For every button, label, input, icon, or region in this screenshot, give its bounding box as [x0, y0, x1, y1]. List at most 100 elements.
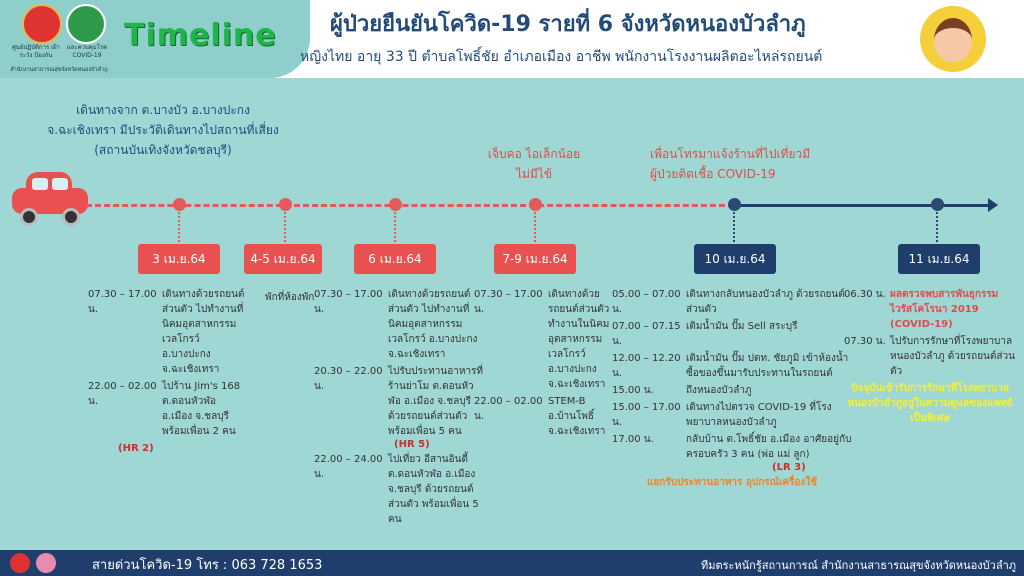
timeline-heading: Timeline — [124, 18, 277, 53]
date-badge-6-apr: 6 เม.ย.64 — [354, 244, 436, 274]
timeline-connector — [284, 212, 286, 242]
page-title: ผู้ป่วยยืนยันโควิด-19 รายที่ 6 จังหวัดหน… — [330, 12, 806, 37]
date-badge-7-9-apr: 7-9 เม.ย.64 — [494, 244, 576, 274]
ministry-seal-icon — [22, 4, 62, 44]
time-label: 07.00 – 07.15 น. — [612, 321, 681, 347]
activity-text: เติมน้ำมัน ปั๊ม Sell สระบุรี — [686, 321, 798, 332]
list-item: 12.00 – 12.20 น.เติมน้ำมัน ปั๊ม ปตท. ชัย… — [612, 351, 852, 381]
timeline-dot — [728, 198, 741, 211]
symptom-line-2: ไม่มีไข้ — [515, 167, 553, 181]
detail-col-10-apr: 05.00 – 07.00 น.เดินทางกลับหนองบัวลำภู ด… — [612, 287, 852, 490]
friend-line-2: ผู้ป่วยติดเชื้อ COVID-19 — [650, 167, 776, 181]
date-badge-11-apr: 11 เม.ย.64 — [898, 244, 980, 274]
activity-text: เดินทางด้วยรถยนต์ส่วนตัว ทำงานในนิคมอุตส… — [548, 289, 610, 390]
patient-profile: หญิงไทย อายุ 33 ปี ตำบลโพธิ์ชัย อำเภอเมื… — [300, 49, 823, 65]
list-item: 05.00 – 07.00 น.เดินทางกลับหนองบัวลำภู ด… — [612, 287, 852, 317]
activity-text: กลับบ้าน ต.โพธิ์ชัย อ.เมือง อาศัยอยู่กับ… — [686, 434, 852, 460]
list-item: 07.30 – 17.00 น.เดินทางด้วยรถยนต์ส่วนตัว… — [88, 287, 248, 377]
time-label: 12.00 – 12.20 น. — [612, 353, 681, 379]
list-item: 07.00 – 07.15 น. เติมน้ำมัน ปั๊ม Sell สระ… — [612, 319, 852, 349]
org-label-3: สำนักงานสาธารณสุขจังหวัดหนองบัวลำภู — [10, 67, 108, 73]
team-credit: ทีมตระหนักรู้สถานการณ์ สำนักงานสาธารณสุข… — [700, 559, 1016, 572]
list-item: 20.30 – 22.00 น.ไปรับประทานอาหารที่ร้านย… — [314, 364, 484, 439]
timeline-dashed-segment — [86, 204, 734, 207]
timeline-dot — [173, 198, 186, 211]
list-item: 07.30 น. ไปรับการรักษาที่โรงพยาบาลหนองบัว… — [844, 334, 1016, 379]
list-item: 15.00 น. ถึงหนองบัวลำภู — [612, 383, 852, 398]
activity-text: ไปรับประทานอาหารที่ร้านย่าโม ต.ดอนหัวฬ่อ… — [388, 366, 484, 437]
activity-text: ไปร้าน Jim's 168 ต.ดอนหัวฬ่อ อ.เมือง จ.ช… — [162, 381, 241, 437]
symptom-line-1: เจ็บคอ ไอเล็กน้อย — [487, 147, 581, 161]
timeline-connector — [394, 212, 396, 242]
risk-tag: (HR 5) — [394, 439, 430, 450]
activity-text: ถึงหนองบัวลำภู — [686, 385, 752, 396]
patient-avatar-icon — [920, 6, 986, 72]
time-label: 07.30 – 17.00 น. — [474, 289, 543, 315]
car-icon — [12, 170, 88, 230]
detail-col-4-5-apr: พักที่ห้องพัก — [265, 290, 345, 305]
travel-line-1: เดินทางจาก ต.บางบัว อ.บางปะกง — [76, 103, 250, 117]
time-label: 05.00 – 07.00 น. — [612, 289, 681, 315]
mascot-icon — [36, 553, 56, 573]
activity-text: เติมน้ำมัน ปั๊ม ปตท. ชัยภูมิ เข้าห้องน้ำ… — [686, 353, 849, 379]
activity-text: STEM-B อ.บ้านโพธิ์ จ.ฉะเชิงเทรา — [548, 396, 606, 437]
seal-icon — [10, 553, 30, 573]
footer: สายด่วนโควิด-19 โทร : 063 728 1653 ทีมตร… — [0, 550, 1024, 576]
list-item: 22.00 – 02.00 น.ไปร้าน Jim's 168 ต.ดอนหั… — [88, 379, 248, 439]
time-label: 15.00 – 17.00 น. — [612, 402, 681, 428]
activity-text: พักที่ห้องพัก — [265, 292, 315, 303]
time-label: 15.00 น. — [612, 385, 654, 396]
activity-text: เดินทางด้วยรถยนต์ส่วนตัว ไปทำงานที่นิคมอ… — [388, 289, 478, 360]
face-icon — [934, 18, 972, 62]
timeline-solid-segment — [734, 204, 990, 207]
detail-col-7-9-apr: 07.30 – 17.00 น.เดินทางด้วยรถยนต์ส่วนตัว… — [474, 287, 614, 441]
detail-col-3-apr: 07.30 – 17.00 น.เดินทางด้วยรถยนต์ส่วนตัว… — [88, 287, 248, 456]
detail-col-11-apr: 06.30 น. ผลตรวจพบสารพันธุกรรมไวรัสโคโรนา … — [844, 287, 1016, 426]
health-logo-icon — [66, 4, 106, 44]
timeline-dot — [931, 198, 944, 211]
timeline-arrow-icon — [988, 198, 998, 212]
header: ศูนย์ปฏิบัติการ เฝ้าระวัง ป้องกัน และควบ… — [0, 0, 1024, 78]
list-item: 15.00 – 17.00 น.เดินทางไปตรวจ COVID-19 ท… — [612, 400, 852, 430]
travel-origin-note: เดินทางจาก ต.บางบัว อ.บางปะกง จ.ฉะเชิงเท… — [18, 100, 308, 160]
list-item: 22.00 – 24.00 น.ไปเที่ยว อีสานอินดี้ ต.ด… — [314, 452, 484, 527]
time-label: 07.30 น. — [844, 336, 886, 347]
timeline-connector — [733, 212, 735, 242]
time-label: 22.00 – 24.00 น. — [314, 454, 383, 480]
list-item: 07.30 – 17.00 น.เดินทางด้วยรถยนต์ส่วนตัว… — [474, 287, 614, 392]
date-badge-3-apr: 3 เม.ย.64 — [138, 244, 220, 274]
activity-text: ผลตรวจพบสารพันธุกรรมไวรัสโคโรนา 2019 (CO… — [890, 289, 999, 330]
time-label: 07.30 – 17.00 น. — [88, 289, 157, 315]
travel-line-3: (สถานบันเทิงจังหวัดชลบุรี) — [94, 143, 232, 157]
time-label: 22.00 – 02.00 น. — [88, 381, 157, 407]
list-item: 07.30 – 17.00 น.เดินทางด้วยรถยนต์ส่วนตัว… — [314, 287, 484, 362]
friend-line-1: เพื่อนโทรมาแจ้งร้านที่ไปเที่ยวมี — [650, 147, 811, 161]
risk-tag: (HR 2) — [118, 443, 154, 454]
activity-text: ไปรับการรักษาที่โรงพยาบาลหนองบัวลำภู ด้ว… — [890, 336, 1015, 377]
time-label: 06.30 น. — [844, 289, 886, 300]
current-status-note: ปัจจุบันเข้ารับการรักษาที่โรงพยาบาลหนองบ… — [847, 383, 1013, 424]
header-brand-panel: ศูนย์ปฏิบัติการ เฝ้าระวัง ป้องกัน และควบ… — [0, 0, 310, 78]
org-label-2: และควบคุมโรค COVID-19 — [66, 44, 108, 59]
timeline-dot — [529, 198, 542, 211]
timeline-connector — [936, 212, 938, 242]
date-badge-4-5-apr: 4-5 เม.ย.64 — [244, 244, 322, 274]
date-badge-10-apr: 10 เม.ย.64 — [694, 244, 776, 274]
friend-notice: เพื่อนโทรมาแจ้งร้านที่ไปเที่ยวมี ผู้ป่วย… — [650, 144, 890, 184]
time-label: 17.00 น. — [612, 434, 654, 445]
isolation-note: แยกรับประทานอาหาร อุปกรณ์เครื่องใช้ — [647, 477, 817, 488]
list-item: 06.30 น. ผลตรวจพบสารพันธุกรรมไวรัสโคโรนา … — [844, 287, 1016, 332]
activity-text: เดินทางไปตรวจ COVID-19 ที่โรงพยาบาลหนองบ… — [686, 402, 832, 428]
time-label: 20.30 – 22.00 น. — [314, 366, 383, 392]
travel-line-2: จ.ฉะเชิงเทรา มีประวัติเดินทางไปสถานที่เส… — [47, 123, 279, 137]
detail-col-6-apr: 07.30 – 17.00 น.เดินทางด้วยรถยนต์ส่วนตัว… — [314, 287, 484, 529]
timeline-connector — [178, 212, 180, 242]
org-label-1: ศูนย์ปฏิบัติการ เฝ้าระวัง ป้องกัน — [11, 44, 61, 59]
time-label: 22.00 – 02.00 น. — [474, 396, 543, 422]
time-label: 07.30 – 17.00 น. — [314, 289, 383, 315]
activity-text: เดินทางกลับหนองบัวลำภู ด้วยรถยนต์ส่วนตัว — [686, 289, 845, 315]
hotline-text: สายด่วนโควิด-19 โทร : 063 728 1653 — [92, 558, 323, 573]
risk-tag: (LR 3) — [772, 462, 806, 473]
activity-text: เดินทางด้วยรถยนต์ส่วนตัว ไปทำงานที่นิคมอ… — [162, 289, 245, 375]
list-item: 17.00 น. กลับบ้าน ต.โพธิ์ชัย อ.เมือง อาศั… — [612, 432, 852, 462]
